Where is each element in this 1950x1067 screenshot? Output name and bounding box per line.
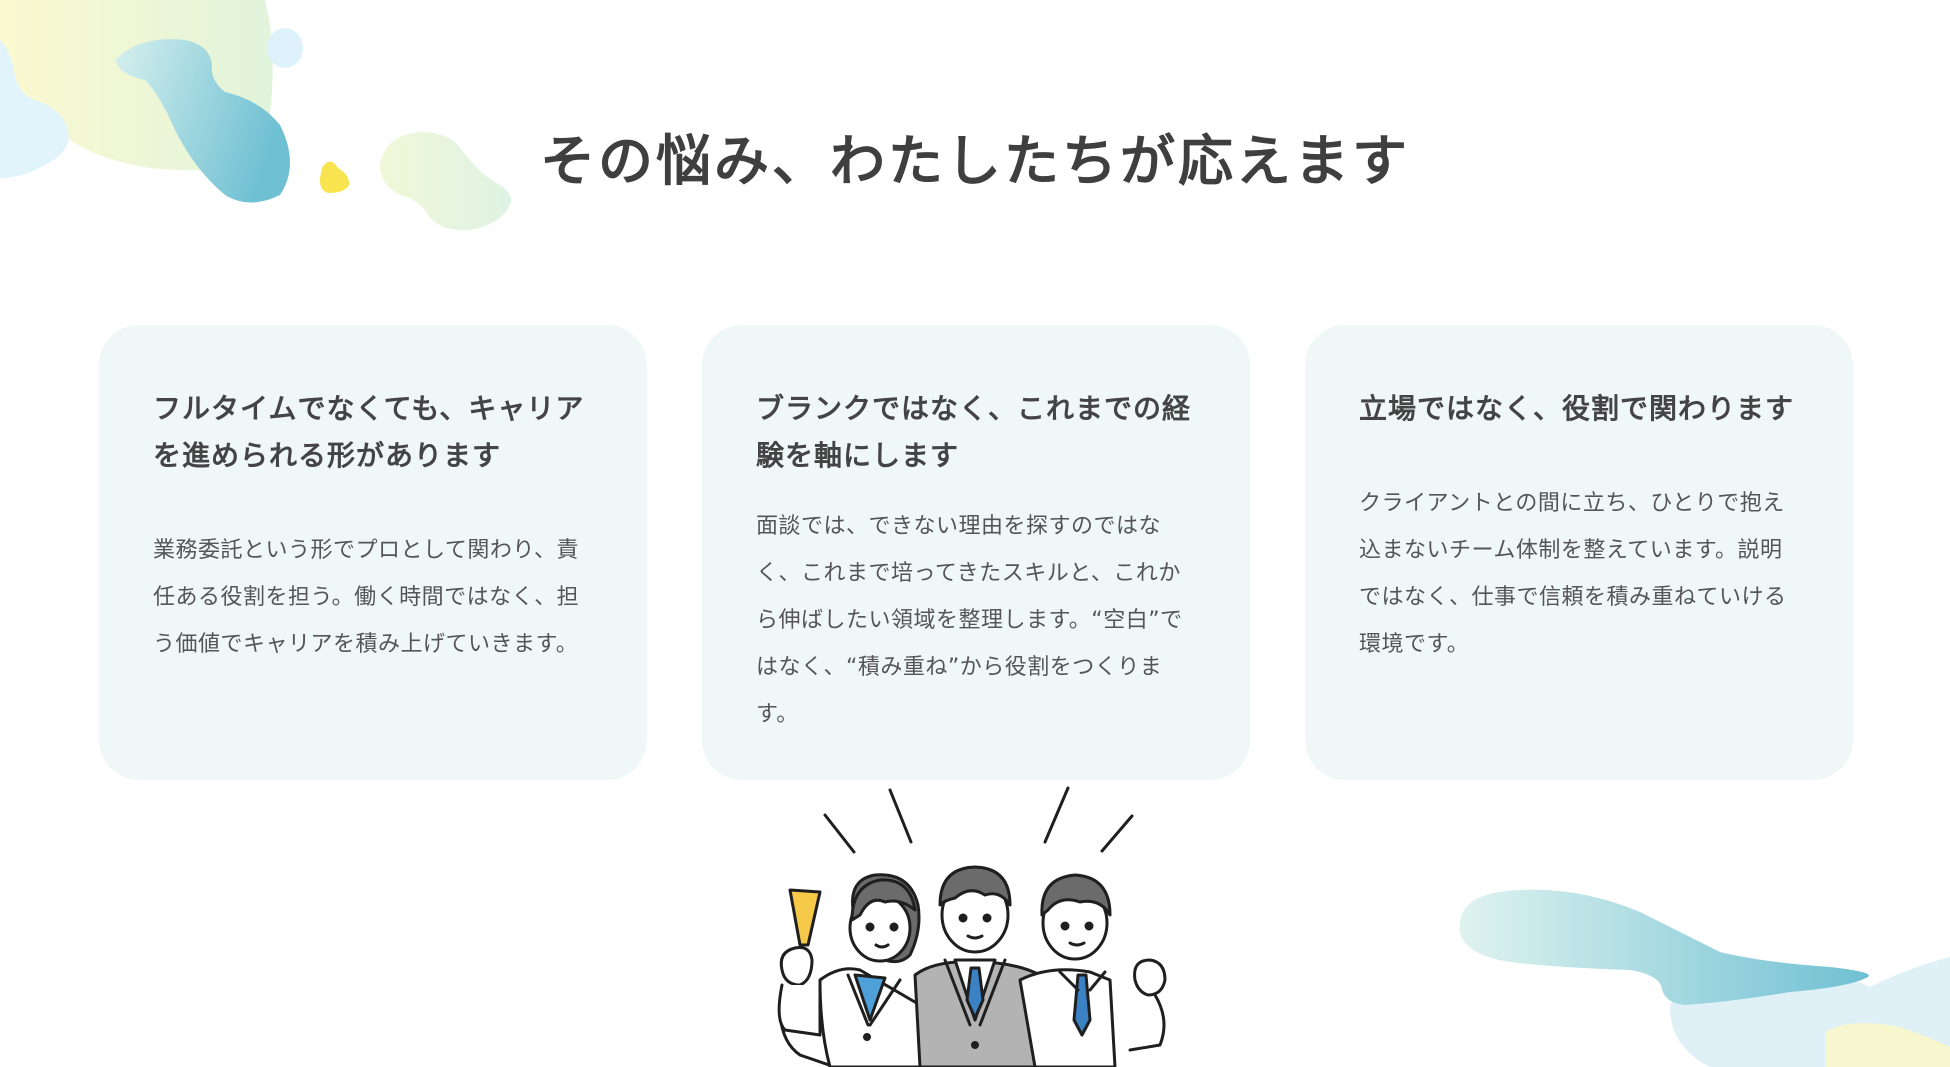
feature-card-blank: ブランクではなく、これまでの経験を軸にします 面談では、できない理由を探すのでは…: [702, 325, 1250, 780]
card-title: ブランクではなく、これまでの経験を軸にします: [756, 392, 1192, 472]
card-body: 業務委託という形でプロとして関わり、責任ある役割を担う。働く時間ではなく、担う価…: [153, 538, 580, 657]
feature-card-fulltime: フルタイムでなくても、キャリアを進められる形があります 業務委託という形でプロと…: [99, 325, 647, 780]
section-title: その悩み、わたしたちが応えます: [539, 129, 1410, 193]
feature-card-role: 立場ではなく、役割で関わります クライアントとの間に立ち、ひとりで抱え込まないチ…: [1305, 325, 1853, 780]
team-cheering-illustration: [777, 786, 1167, 1067]
card-title: フルタイムでなくても、キャリアを進められる形があります: [153, 392, 585, 472]
burst-line: [823, 813, 856, 854]
card-title: 立場ではなく、役割で関わります: [1359, 392, 1795, 425]
feature-cards: フルタイムでなくても、キャリアを進められる形があります 業務委託という形でプロと…: [99, 325, 1853, 780]
card-body: クライアントとの間に立ち、ひとりで抱え込まないチーム体制を整えています。説明では…: [1359, 491, 1787, 657]
card-body: 面談では、できない理由を探すのではなく、これまで培ってきたスキルと、これから伸ば…: [756, 514, 1183, 727]
decorative-blob-bottom-right: [1459, 889, 1950, 1067]
